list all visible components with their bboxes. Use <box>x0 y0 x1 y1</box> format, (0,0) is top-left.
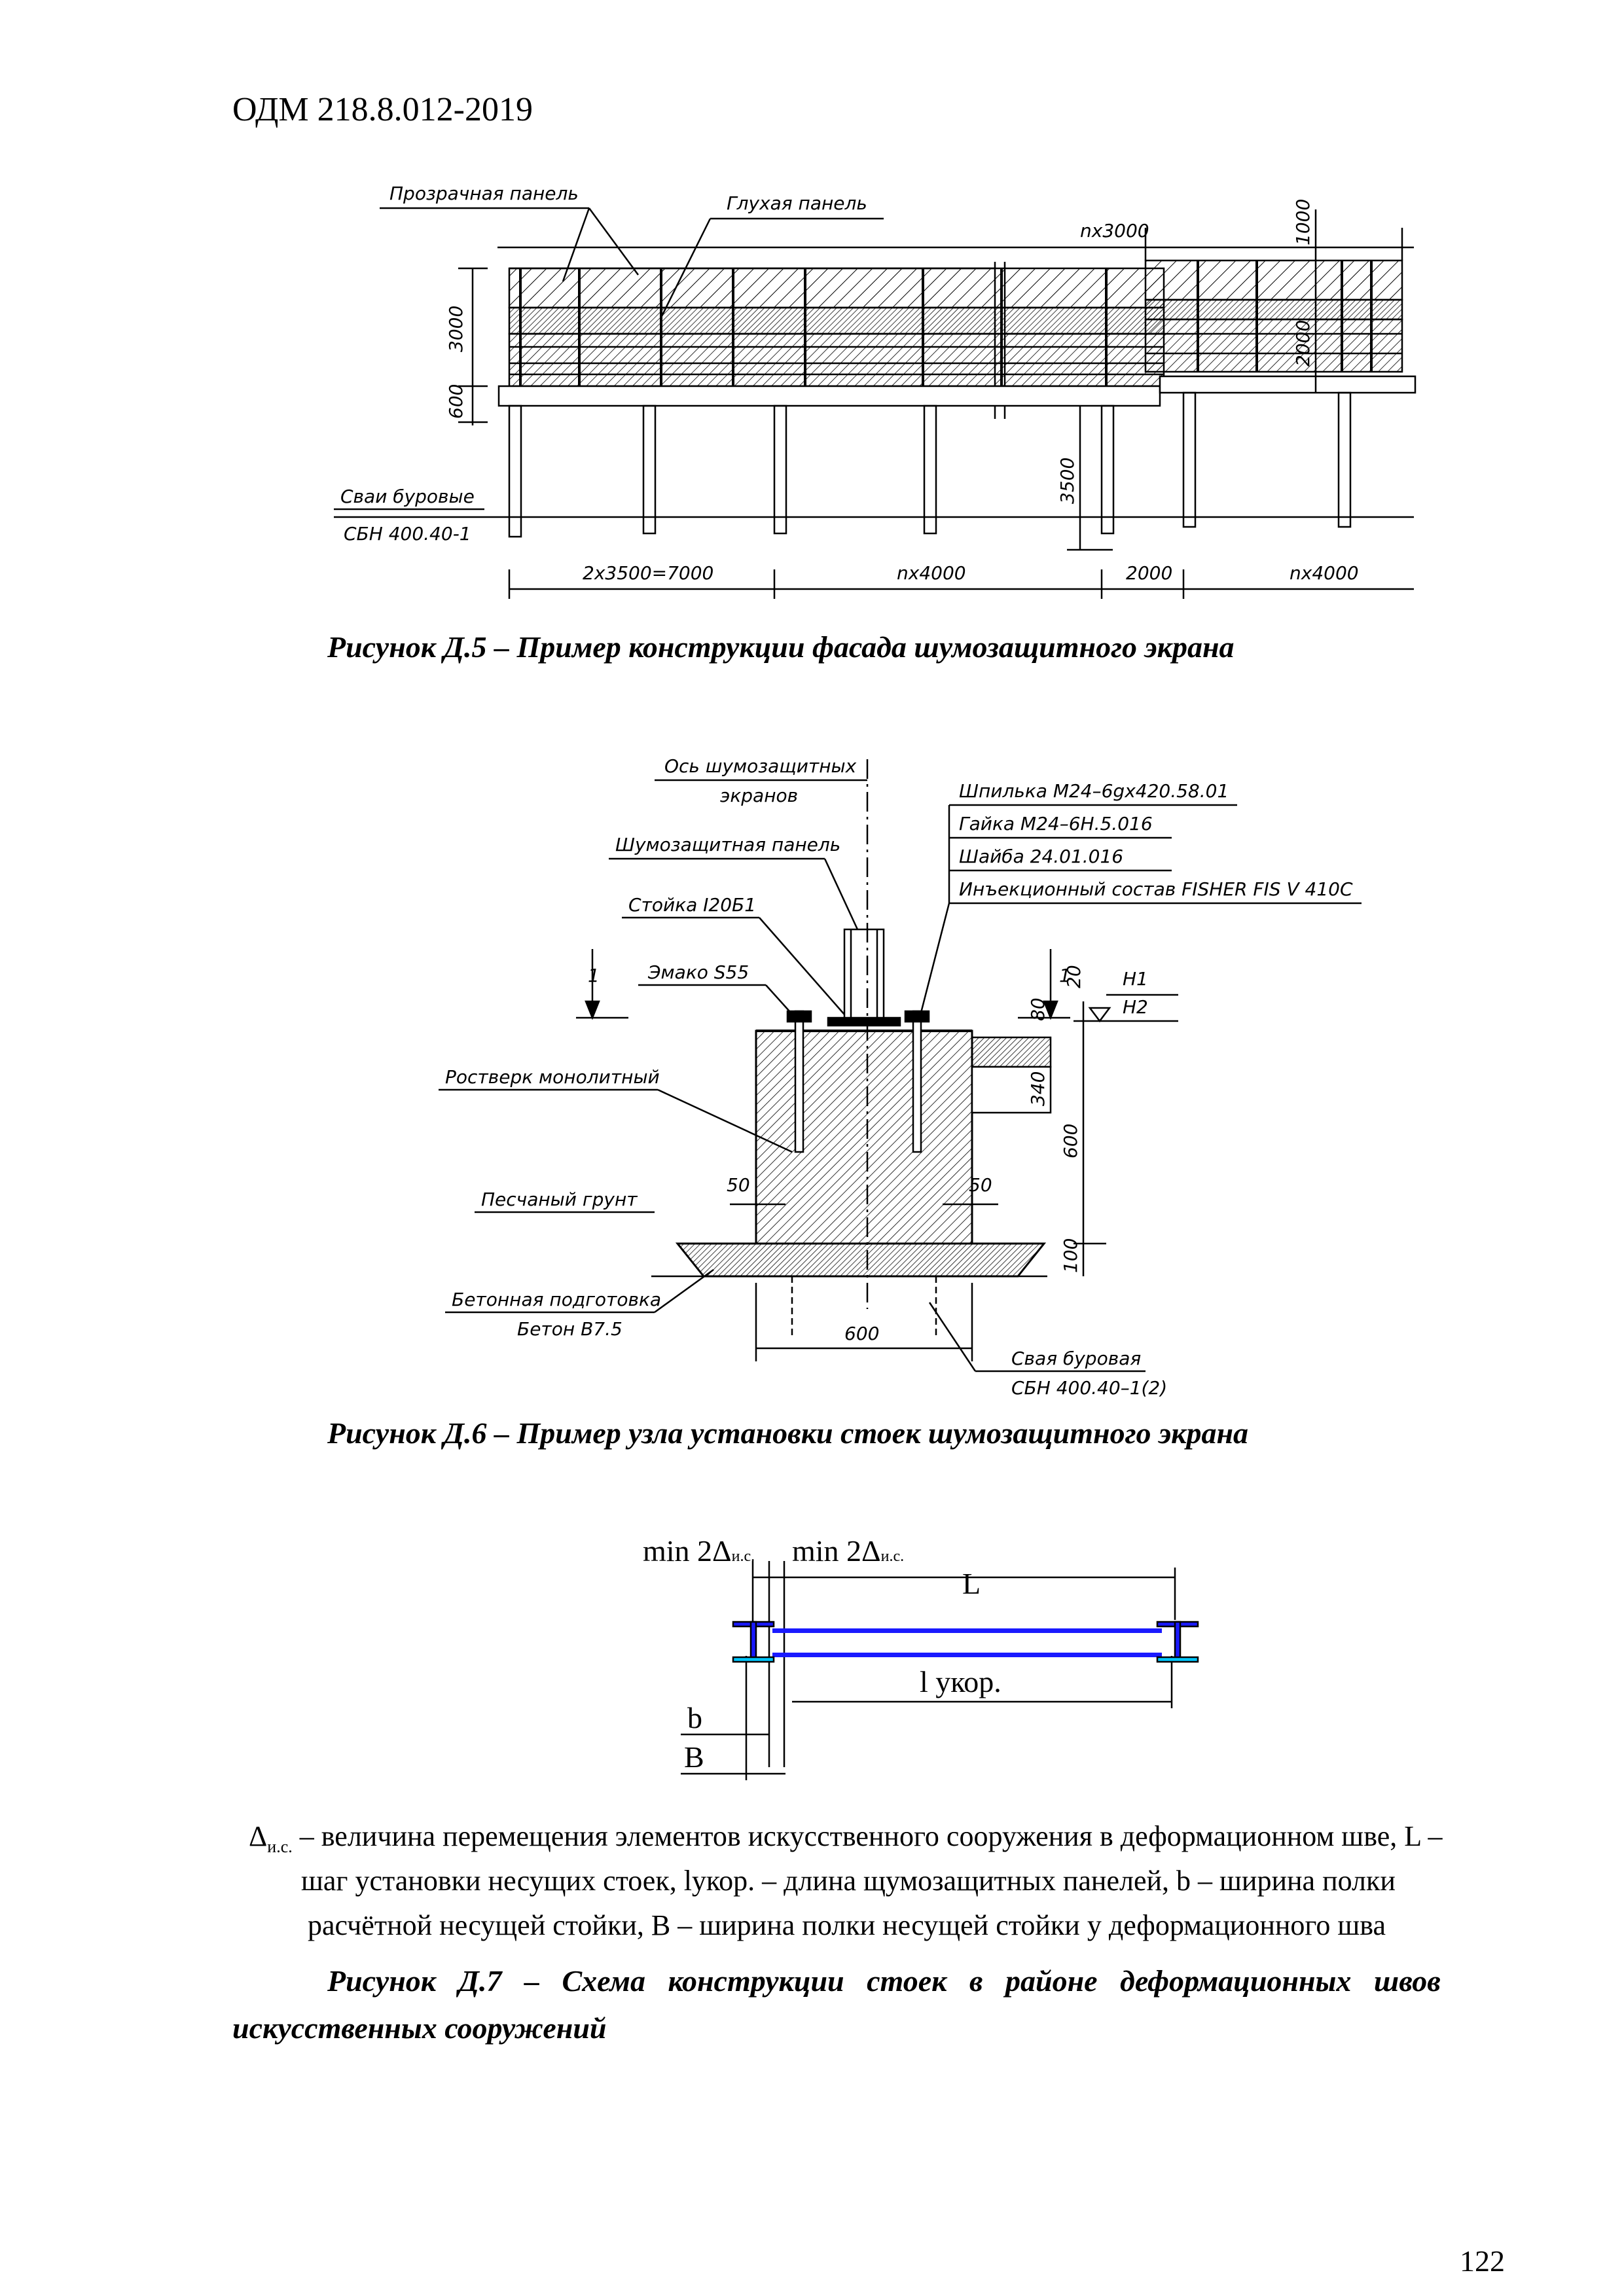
label-post: Стойка I20Б1 <box>628 894 756 916</box>
label-B: B <box>684 1740 704 1774</box>
dim-50-left: 50 <box>727 1174 750 1196</box>
label-min-left: min 2Δи.с. <box>643 1534 755 1568</box>
dim-3000: 3000 <box>445 306 467 352</box>
post-right-ibeam <box>1156 1621 1199 1663</box>
label-pile-code: СБН 400.40–1(2) <box>1011 1377 1167 1399</box>
caption-fig-d7-line2: искусственных сооружений <box>232 2011 607 2045</box>
label-concrete-prep: Бетонная подготовка <box>452 1289 661 1310</box>
label-axis-line1: Ось шумозащитных <box>664 755 857 777</box>
figure-d5: Прозрачная панель Глухая панель <box>334 183 1416 599</box>
dim-2000: 2000 <box>1126 562 1172 584</box>
dim-3500: 3500 <box>1056 457 1078 504</box>
label-stud: Шпилька М24–6gх420.58.01 <box>959 780 1229 802</box>
dim-n4000-left: nx4000 <box>897 562 966 584</box>
label-h2: Н2 <box>1123 996 1148 1018</box>
caption-fig-d5: Рисунок Д.5 – Пример конструкции фасада … <box>327 630 1235 664</box>
dim-600: 600 <box>445 384 467 419</box>
section-mark-left: 1 <box>588 965 600 986</box>
figure-d6: Ось шумозащитных экранов Шумозащитная па… <box>439 755 1362 1399</box>
dim-n4000-right: nx4000 <box>1290 562 1359 584</box>
label-solid-panel: Глухая панель <box>727 192 867 214</box>
label-h1: Н1 <box>1123 968 1148 990</box>
dim-20: 20 <box>1063 965 1085 988</box>
label-min-right: min 2Δи.с. <box>792 1534 904 1568</box>
page-number: 122 <box>1460 2244 1505 2278</box>
dim-80: 80 <box>1027 997 1049 1021</box>
dim-100: 100 <box>1060 1238 1081 1273</box>
label-grillage: Ростверк монолитный <box>445 1066 660 1088</box>
dim-340: 340 <box>1027 1071 1049 1106</box>
dim-n3000: nx3000 <box>1080 220 1149 242</box>
label-noise-panel: Шумозащитная панель <box>615 834 840 855</box>
label-b: b <box>687 1701 702 1734</box>
panel-top-line <box>772 1628 1162 1633</box>
dim-2000-vertical: 2000 <box>1292 320 1314 367</box>
label-sand: Песчаный грунт <box>481 1189 638 1210</box>
panel-bottom-line <box>772 1653 1162 1657</box>
section-mark-right: 1 <box>1059 965 1071 986</box>
dim-600-vertical: 600 <box>1060 1124 1081 1158</box>
post-left-ibeam <box>732 1621 775 1663</box>
document-code-header: ОДМ 218.8.012-2019 <box>232 91 533 128</box>
caption-fig-d6: Рисунок Д.6 – Пример узла установки стое… <box>327 1416 1248 1450</box>
dim-600-horizontal: 600 <box>844 1323 879 1344</box>
label-concrete-grade: Бетон В7.5 <box>517 1318 623 1340</box>
label-axis-line2: экранов <box>720 785 798 806</box>
label-L: L <box>962 1567 981 1600</box>
label-emako: Эмако S55 <box>647 961 749 983</box>
label-piles-code: СБН 400.40-1 <box>344 523 471 545</box>
dim-1000: 1000 <box>1292 199 1314 245</box>
label-washer: Шайба 24.01.016 <box>959 846 1123 867</box>
label-pile: Свая буровая <box>1011 1348 1141 1369</box>
figure-d7: min 2Δи.с. min 2Δи.с. L l укор. b B <box>643 1534 1199 1780</box>
legend-line-1: Δи.с. – величина перемещения элементов и… <box>249 1820 1443 1856</box>
label-injection: Инъекционный состав FISHER FIS V 410C <box>959 878 1353 900</box>
dim-span-7000: 2x3500=7000 <box>583 562 713 584</box>
legend-line-3: расчётной несущей стойки, В – ширина пол… <box>308 1909 1386 1941</box>
label-nut: Гайка М24–6Н.5.016 <box>959 813 1153 834</box>
caption-fig-d7-line1: Рисунок Д.7 – Схема конструкции стоек в … <box>327 1964 1441 1998</box>
legend-line-2: шаг установки несущих стоек, lукор. – дл… <box>301 1865 1396 1897</box>
dim-50-right: 50 <box>969 1174 992 1196</box>
label-l-short: l укор. <box>920 1665 1001 1698</box>
label-piles: Сваи буровые <box>340 486 475 507</box>
label-transparent-panel: Прозрачная панель <box>389 183 579 204</box>
